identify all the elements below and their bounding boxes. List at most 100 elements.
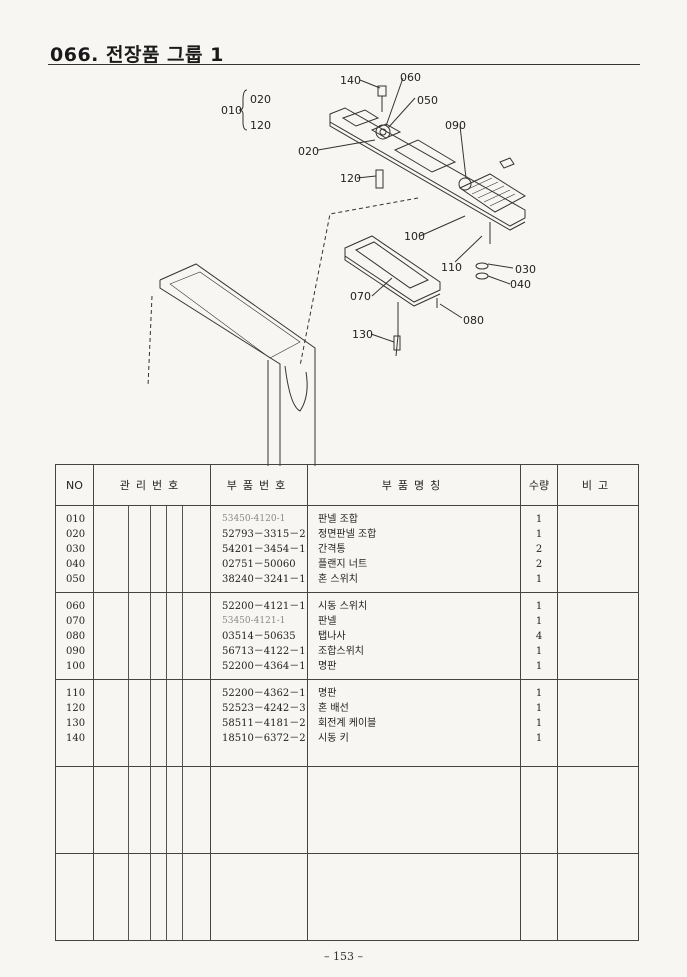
management-number-box <box>183 767 210 853</box>
item-number: 020 <box>66 529 86 540</box>
cell-management-number <box>93 592 211 680</box>
management-number-boxes <box>94 680 210 766</box>
callout-120: 120 <box>340 172 361 185</box>
cell-remarks <box>557 505 639 593</box>
management-number-box <box>167 506 184 592</box>
quantity: 1 <box>535 601 543 612</box>
item-number: 060 <box>66 601 86 612</box>
cell-management-number <box>93 505 211 593</box>
management-number-box <box>183 854 210 940</box>
quantity: 1 <box>535 688 543 699</box>
header-management-number: 관리번호 <box>93 464 211 506</box>
callout-020: 020 <box>298 145 319 158</box>
cell-quantity: 1 1 1 1 <box>520 679 558 767</box>
part-number: 52200－4364－1 <box>222 661 306 672</box>
part-name: 정면판넬 조합 <box>318 529 377 540</box>
part-number: 38240－3241－1 <box>222 574 306 585</box>
callout-130: 130 <box>352 328 373 341</box>
management-number-box <box>151 767 167 853</box>
horn-wire-icon <box>375 169 384 189</box>
exploded-parts-diagram: 010 020 120 140 060 050 090 020 120 100 … <box>147 71 536 466</box>
cell-item-number <box>55 853 94 941</box>
management-number-box <box>151 593 167 679</box>
management-number-box <box>167 767 184 853</box>
part-name: 간격통 <box>318 544 346 555</box>
management-number-box <box>129 680 151 766</box>
flange-nut-icon <box>475 272 489 280</box>
part-name: 조합스위치 <box>318 646 364 657</box>
title-rule <box>48 64 640 65</box>
item-number: 130 <box>66 718 86 729</box>
callout-100: 100 <box>404 230 425 243</box>
quantity: 2 <box>535 544 543 555</box>
management-number-box <box>183 680 210 766</box>
part-number: 02751－50060 <box>222 559 296 570</box>
quantity: 1 <box>535 703 543 714</box>
callout-020-sub: 020 <box>250 93 271 106</box>
management-number-box <box>167 593 184 679</box>
header-part-number: 부품번호 <box>210 464 308 506</box>
quantity: 1 <box>535 616 543 627</box>
combination-switch-icon <box>458 177 472 191</box>
item-number: 100 <box>66 661 86 672</box>
management-number-box <box>94 593 130 679</box>
part-name: 혼 스위치 <box>318 574 358 585</box>
front-panel-outline <box>329 107 526 231</box>
header-no: NO <box>55 464 94 506</box>
callout-050: 050 <box>417 94 438 107</box>
part-number: 56713－4122－1 <box>222 646 306 657</box>
part-number: 54201－3454－1 <box>222 544 306 555</box>
frame-outline <box>159 263 316 466</box>
cell-part-number <box>210 766 308 854</box>
part-number: 52200－4121－1 <box>222 601 306 612</box>
quantity: 1 <box>535 574 543 585</box>
management-number-box <box>94 854 130 940</box>
horn-switch-icon <box>375 124 391 140</box>
quantity: 1 <box>535 718 543 729</box>
quantity: 1 <box>535 733 543 744</box>
management-number-box <box>151 506 167 592</box>
cell-part-number <box>210 853 308 941</box>
cell-part-name <box>307 853 521 941</box>
item-number: 120 <box>66 703 86 714</box>
page-title: 066. 전장품 그룹 1 <box>50 44 224 66</box>
management-number-box <box>129 506 151 592</box>
item-number: 030 <box>66 544 86 555</box>
part-name: 시동 스위치 <box>318 601 368 612</box>
cell-part-name <box>307 766 521 854</box>
part-name: 혼 배선 <box>318 703 349 714</box>
management-number-boxes <box>94 767 210 853</box>
part-name: 회전계 케이블 <box>318 718 377 729</box>
spacer-icon <box>475 262 489 270</box>
part-number: 53450-4120-1 <box>222 514 286 524</box>
management-number-box <box>167 854 184 940</box>
management-number-box <box>129 854 151 940</box>
management-number-box <box>167 680 184 766</box>
management-number-boxes <box>94 506 210 592</box>
part-name: 시동 키 <box>318 733 349 744</box>
cell-quantity <box>520 853 558 941</box>
header-remarks: 비고 <box>557 464 639 506</box>
part-name: 판넬 <box>318 616 337 627</box>
management-number-box <box>183 506 210 592</box>
callout-090: 090 <box>445 119 466 132</box>
part-name: 판넬 조합 <box>318 514 358 525</box>
callout-040: 040 <box>510 278 531 291</box>
item-number: 090 <box>66 646 86 657</box>
cell-remarks <box>557 679 639 767</box>
item-number: 070 <box>66 616 86 627</box>
callout-030: 030 <box>515 263 536 276</box>
table-row-group <box>55 853 639 941</box>
